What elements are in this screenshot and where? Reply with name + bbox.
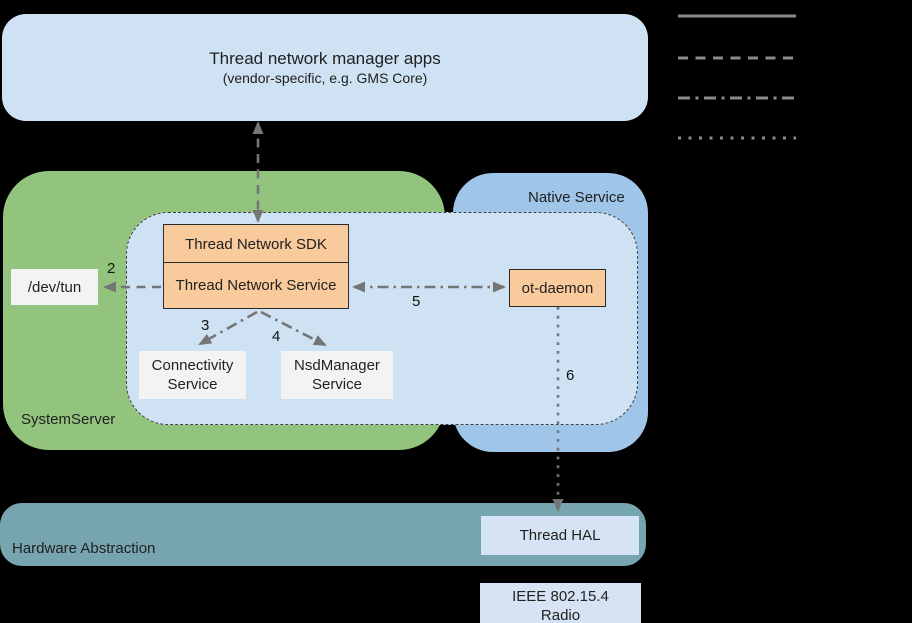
- ieee-radio-box: IEEE 802.15.4 Radio: [480, 583, 641, 623]
- apps-box-subtitle: (vendor-specific, e.g. GMS Core): [222, 69, 428, 86]
- arrow-label-3: 3: [201, 317, 210, 334]
- apps-box-title: Thread network manager apps: [209, 48, 441, 68]
- arrow-label-4: 4: [272, 328, 281, 345]
- native-service-label: Native Service: [528, 189, 625, 206]
- thread-manager-apps-box: Thread network manager apps (vendor-spec…: [2, 14, 648, 121]
- ot-daemon-box: ot-daemon: [509, 269, 606, 307]
- system-server-label: SystemServer: [21, 411, 116, 428]
- hardware-abstraction-label: Hardware Abstraction: [12, 540, 156, 557]
- thread-hal-box: Thread HAL: [481, 516, 639, 555]
- thread-network-sdk-box: Thread Network SDK: [163, 224, 349, 264]
- arrow-label-6: 6: [566, 367, 575, 384]
- nsd-manager-service-box: NsdManager Service: [281, 351, 393, 399]
- connectivity-service-box: Connectivity Service: [139, 351, 246, 399]
- arrow-label-5: 5: [412, 293, 421, 310]
- dev-tun-box: /dev/tun: [11, 269, 98, 305]
- thread-network-service-box: Thread Network Service: [163, 262, 349, 309]
- arrow-label-2: 2: [107, 260, 116, 277]
